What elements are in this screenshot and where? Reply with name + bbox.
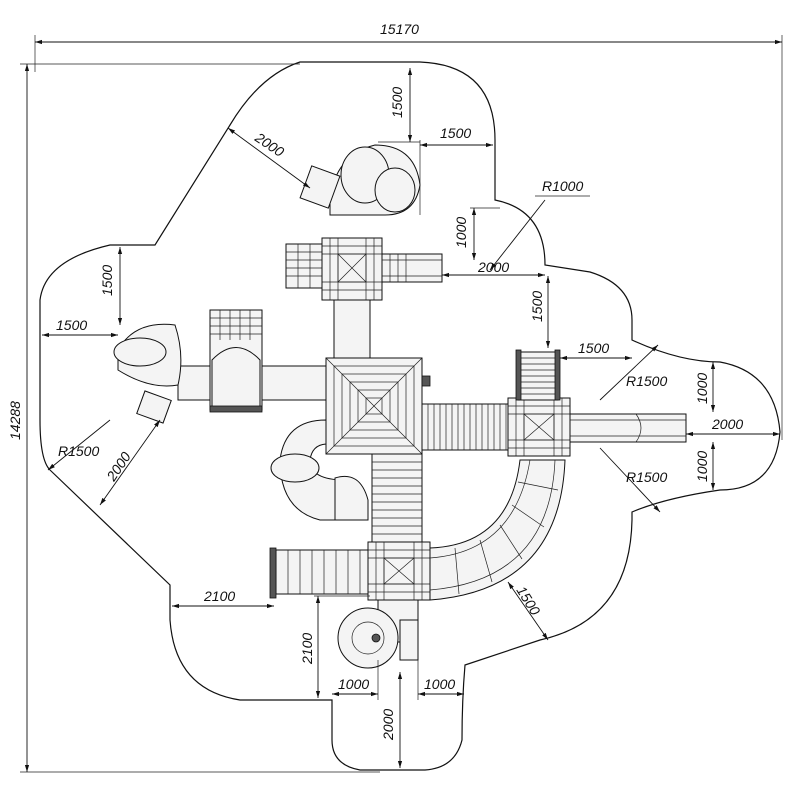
dim-curve-slide-1500: 1500 xyxy=(513,583,543,618)
upper-spiral-slide xyxy=(299,144,421,216)
curved-slide xyxy=(429,459,566,601)
left-tube-slide xyxy=(113,323,182,424)
dim-r-right-bottom: R1500 xyxy=(626,469,667,485)
central-roof-tower xyxy=(325,357,431,455)
dim-left-vertical: 1500 xyxy=(99,265,115,296)
safety-zone-outline xyxy=(39,61,781,771)
dim-bottom-2000-v: 2000 xyxy=(380,709,396,741)
right-upper-stairs xyxy=(515,349,561,401)
upper-bridge xyxy=(381,253,443,283)
overall-height-label: 14288 xyxy=(7,401,23,440)
dim-top-tube-vertical: 1500 xyxy=(389,87,405,118)
overall-width-label: 15170 xyxy=(380,21,419,37)
dim-stair-2000-top: 2000 xyxy=(477,259,509,275)
dim-right-slide-1000-a: 1000 xyxy=(694,373,710,404)
upper-tower xyxy=(321,237,383,359)
right-straight-slide xyxy=(569,413,687,443)
lower-left-stairs xyxy=(269,547,369,599)
dim-bottom-1000-left: 1000 xyxy=(338,676,369,692)
spiral-tube-slide xyxy=(270,419,369,521)
dim-right-mid-vertical: 1500 xyxy=(529,291,545,322)
dim-right-mid-horizontal: 1500 xyxy=(578,340,609,356)
dim-left-diag-2000: 2000 xyxy=(103,449,134,485)
dim-r-top: R1000 xyxy=(542,178,583,194)
bridge-right xyxy=(421,403,511,451)
dim-left-horizontal: 1500 xyxy=(56,317,87,333)
dim-top-right-horizontal: 1500 xyxy=(440,125,471,141)
dim-right-slide-2000: 2000 xyxy=(711,416,743,432)
bottom-spiral-slide xyxy=(337,599,419,669)
dim-top-left-diag: 2000 xyxy=(251,129,287,160)
dim-r-left: R1500 xyxy=(58,443,99,459)
right-platform xyxy=(507,397,571,457)
lower-platform xyxy=(367,541,431,601)
left-tower xyxy=(209,309,263,413)
dim-bottom-1000-right: 1000 xyxy=(424,676,455,692)
dim-r-right-top: R1500 xyxy=(626,373,667,389)
dim-small-vertical-right: 1000 xyxy=(453,217,469,248)
dim-bottom-left-2100-h: 2100 xyxy=(203,588,235,604)
dim-right-slide-1000-b: 1000 xyxy=(694,451,710,482)
upper-climbing-wall xyxy=(285,243,323,289)
dim-bottom-2100-v: 2100 xyxy=(299,633,315,665)
bridge-down xyxy=(371,453,423,543)
left-connector xyxy=(177,365,327,401)
